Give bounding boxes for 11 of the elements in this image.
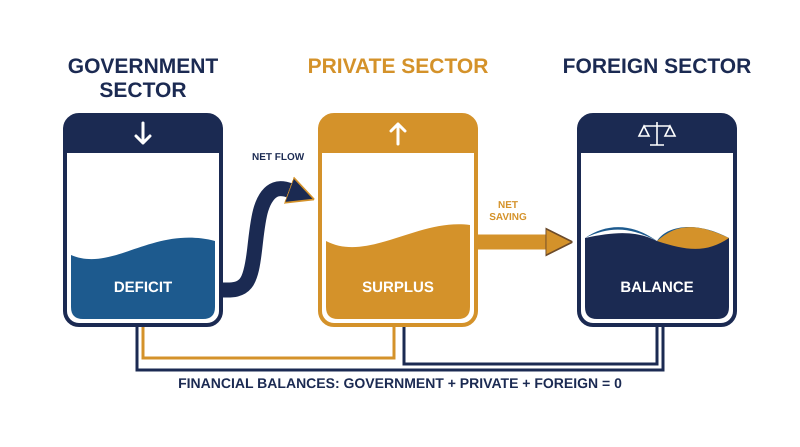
flow-arrow — [478, 228, 574, 256]
balance-label: BALANCE — [620, 279, 694, 296]
balance-label: SURPLUS — [362, 279, 434, 296]
sector-title: PRIVATE SECTOR — [308, 55, 488, 79]
connector-line — [136, 327, 664, 372]
caption: FINANCIAL BALANCES: GOVERNMENT + PRIVATE + FOREIGN = 0 — [178, 375, 622, 391]
connector-line — [142, 327, 396, 360]
sector-title: FOREIGN SECTOR — [562, 55, 752, 79]
sector-title: GOVERNMENT SECTOR — [66, 55, 220, 103]
connector-line — [402, 327, 658, 366]
balance-label: DEFICIT — [114, 279, 172, 296]
